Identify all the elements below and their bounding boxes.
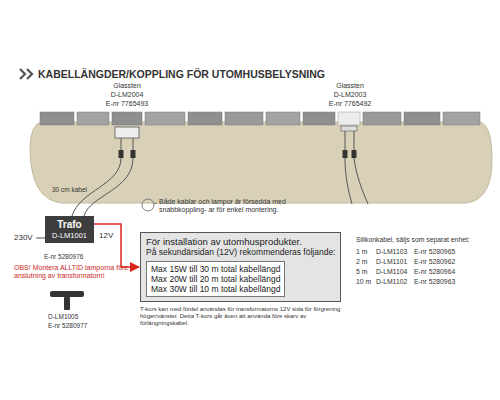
t-connector-symbol	[50, 291, 84, 310]
voltage-connector	[94, 224, 139, 267]
table-cell: D-LM1102	[376, 278, 407, 286]
table-cell: E-nr 5280962	[414, 258, 455, 266]
t-connector-note: T-kors kan med fördel användas för trans…	[140, 306, 345, 327]
part-number: D-LM1005	[48, 313, 78, 320]
warning-note: OBS! Montera ALLTID lamporna före anslut…	[14, 264, 130, 280]
table-cell: E-nr 5280963	[414, 278, 455, 286]
node-text: Max 15W till 30 m total kabellängd	[151, 264, 280, 274]
article-number: E-nr 7765492	[329, 100, 371, 108]
quick-connectors	[119, 150, 357, 158]
leader-line	[154, 203, 157, 204]
node-text: Max 20W till 20 m total kabellängd	[151, 274, 280, 284]
voltage-label: 230V	[14, 233, 33, 242]
part-name: Glassten	[113, 82, 141, 90]
node-text: Max 30W till 10 m total kabellängd	[151, 284, 280, 294]
node-text: På sekundärsidan (12V) rekommenderas föl…	[146, 247, 335, 257]
table-cell: 10 m	[356, 278, 371, 286]
lamp-left	[115, 127, 139, 138]
table-cell: D-LM1103	[376, 248, 407, 256]
table-cell: E-nr 5280965	[414, 248, 455, 256]
node-text: Trafo	[52, 219, 87, 231]
table-cell: 2 m	[356, 258, 367, 266]
article-number: E-nr 7765493	[106, 100, 148, 108]
table-cell: E-nr 5280964	[414, 268, 455, 276]
table-heading: Silikonkabel, säljs som separat enhet:	[356, 236, 470, 244]
article-number: E-nr 5280977	[48, 322, 87, 329]
connector-note: Både kablar och lampor är försedda med s…	[159, 198, 309, 214]
callout-circle	[142, 199, 154, 211]
node-text: För installation av utomhusprodukter.	[146, 236, 335, 247]
table-cell: 1 m	[356, 248, 367, 256]
table-cell: D-LM1101	[376, 258, 407, 266]
cable-length: 30 cm kabel	[52, 186, 87, 193]
article-number: E-nr 5280976	[44, 253, 83, 260]
part-name: Glassten	[336, 82, 364, 90]
part-number: D-LM2003	[334, 91, 367, 99]
table-cell: 5 m	[356, 268, 367, 276]
info-box: För installation av utomhusprodukter.På …	[140, 232, 341, 302]
transformer-box: TrafoD-LM1001	[45, 216, 94, 243]
diagram-title: KABELLÄNGDER/KOPPLING FÖR UTOMHUSBELYSNI…	[38, 68, 325, 80]
part-number: D-LM2004	[111, 91, 144, 99]
limits-box: Max 15W till 30 m total kabellängdMax 20…	[146, 261, 285, 298]
node-text: D-LM1001	[52, 231, 87, 240]
wall-stones	[40, 112, 480, 125]
title-icon	[20, 69, 32, 79]
voltage-label: 12V	[99, 231, 113, 240]
ground	[30, 122, 492, 203]
table-cell: D-LM1104	[376, 268, 407, 276]
lamp-right-base	[341, 126, 357, 131]
